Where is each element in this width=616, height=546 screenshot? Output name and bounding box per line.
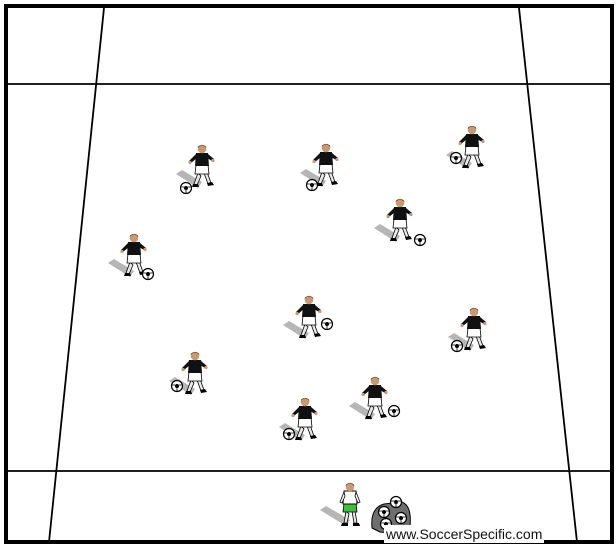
ball-4: [415, 235, 426, 246]
field: [6, 6, 612, 542]
ball-5: [143, 269, 154, 280]
bag-ball-2: [391, 497, 402, 508]
ball-2: [307, 180, 318, 191]
ball-6: [322, 319, 333, 330]
player-1: [176, 145, 215, 188]
player-5: [108, 234, 147, 277]
ball-10: [284, 429, 295, 440]
player-2: [300, 144, 339, 187]
watermark-text: www.SoccerSpecific.com: [384, 525, 544, 543]
bag-ball-3: [396, 513, 407, 524]
players: [108, 126, 487, 441]
ball-9: [389, 406, 400, 417]
outer-boundary: [6, 6, 612, 542]
player-3: [446, 126, 485, 169]
left-sideline: [49, 8, 104, 542]
player-6: [283, 296, 322, 339]
ball-7: [452, 341, 463, 352]
ball-8: [172, 381, 183, 392]
bag-ball-1: [379, 507, 390, 518]
ball-3: [451, 153, 462, 164]
ball-1: [181, 183, 192, 194]
player-9: [349, 377, 388, 420]
right-sideline: [519, 8, 577, 542]
player-4: [374, 199, 413, 242]
coach: [320, 483, 360, 526]
